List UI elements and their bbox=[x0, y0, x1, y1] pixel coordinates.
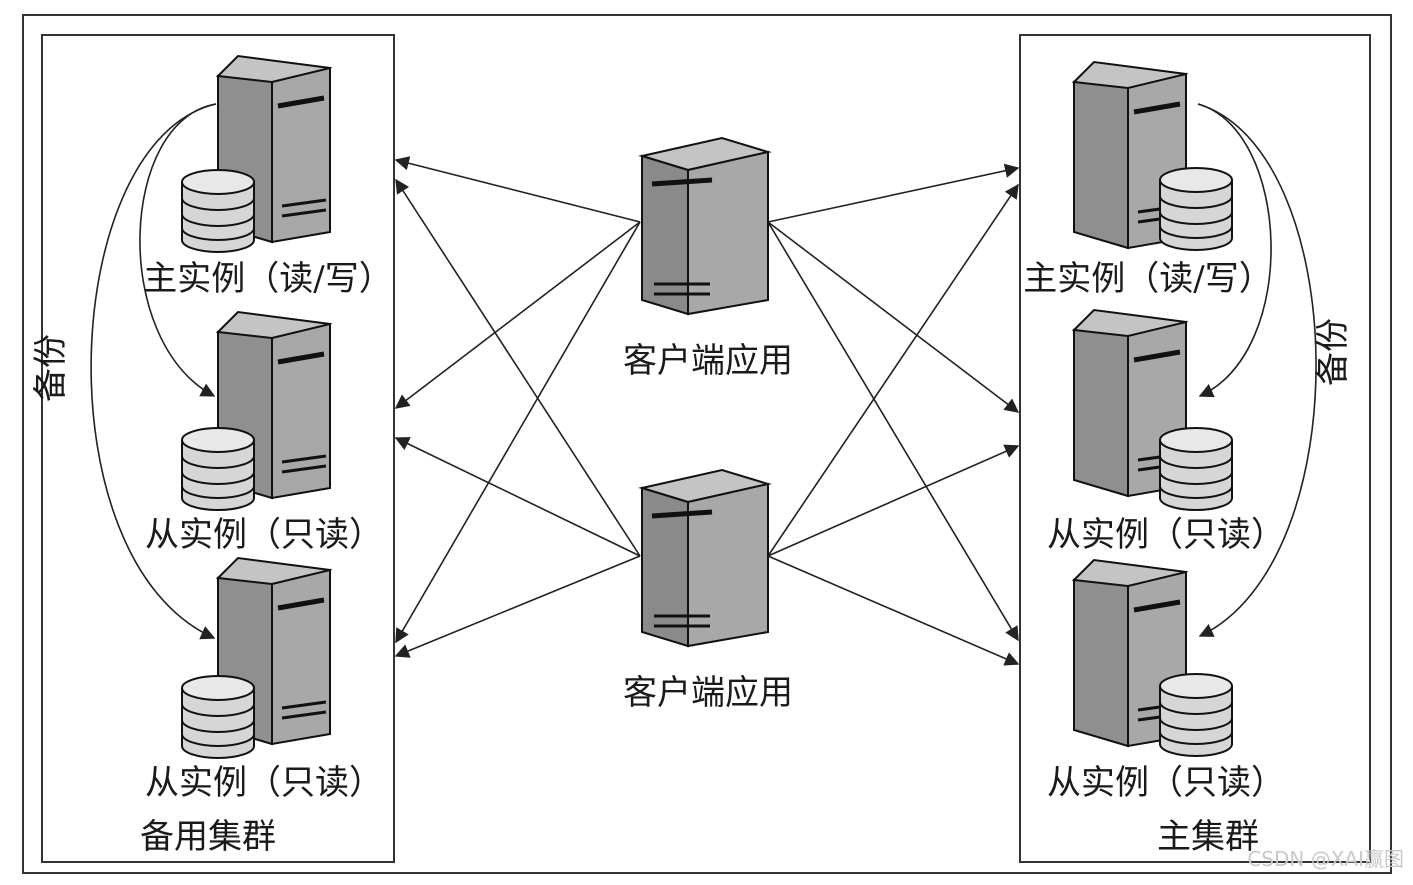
primary-cluster-box bbox=[1019, 34, 1371, 863]
connection-arrows bbox=[394, 156, 1020, 666]
arrow-c2-left-bot bbox=[394, 555, 641, 658]
primary-server-slave-1 bbox=[1074, 310, 1233, 511]
client-label-1: 客户端应用 bbox=[623, 341, 793, 381]
database-icon bbox=[181, 675, 255, 759]
arrow-c2-right-top bbox=[767, 183, 1019, 557]
database-icon bbox=[1159, 427, 1233, 511]
standby-backup-label: 备份 bbox=[31, 334, 71, 402]
backup-arrow-left-1 bbox=[139, 103, 217, 397]
standby-node-label-slave-2: 从实例（只读） bbox=[145, 763, 383, 803]
standby-server-master bbox=[181, 56, 330, 253]
backup-arrow-right-1 bbox=[1197, 103, 1272, 398]
arrow-c1-left-top bbox=[394, 156, 641, 223]
backup-curves-right bbox=[1197, 103, 1317, 637]
primary-server-master bbox=[1074, 62, 1233, 251]
primary-node-label-master: 主实例（读/写） bbox=[1023, 259, 1272, 299]
arrow-c1-left-bot bbox=[395, 221, 641, 644]
standby-server-slave-2 bbox=[181, 558, 330, 759]
arrow-c2-left-top bbox=[395, 178, 641, 557]
standby-cluster-box bbox=[41, 34, 395, 863]
standby-cluster-title: 备用集群 bbox=[140, 817, 276, 857]
primary-backup-label: 备份 bbox=[1313, 318, 1353, 386]
arrow-c2-right-bot bbox=[767, 555, 1020, 666]
client-server-2 bbox=[642, 470, 768, 646]
watermark-text: CSDN @XAI赢图 bbox=[1247, 847, 1404, 871]
arrow-c1-right-bot bbox=[767, 221, 1019, 642]
arrow-c2-left-mid bbox=[394, 437, 641, 557]
standby-node-label-master: 主实例（读/写） bbox=[143, 259, 392, 299]
backup-arrow-right-2 bbox=[1197, 103, 1317, 637]
primary-node-label-slave-1: 从实例（只读） bbox=[1047, 515, 1285, 555]
outer-frame bbox=[22, 14, 1392, 874]
standby-node-label-slave-1: 从实例（只读） bbox=[145, 515, 383, 555]
primary-cluster-title: 主集群 bbox=[1157, 817, 1259, 857]
arrow-c1-right-mid bbox=[767, 221, 1020, 413]
backup-arrow-left-2 bbox=[90, 103, 217, 640]
backup-curves-left bbox=[90, 103, 217, 640]
database-icon bbox=[1159, 673, 1233, 757]
client-server-1 bbox=[642, 138, 768, 314]
primary-node-label-slave-2: 从实例（只读） bbox=[1047, 763, 1285, 803]
database-icon bbox=[1159, 167, 1233, 251]
database-icon bbox=[181, 427, 255, 511]
primary-server-slave-2 bbox=[1074, 560, 1233, 757]
standby-server-slave-1 bbox=[181, 312, 330, 511]
client-label-2: 客户端应用 bbox=[623, 673, 793, 713]
arrow-c1-right-top bbox=[767, 163, 1020, 223]
database-icon bbox=[181, 169, 255, 253]
arrow-c2-right-mid bbox=[767, 444, 1020, 557]
arrow-c1-left-mid bbox=[394, 221, 641, 409]
